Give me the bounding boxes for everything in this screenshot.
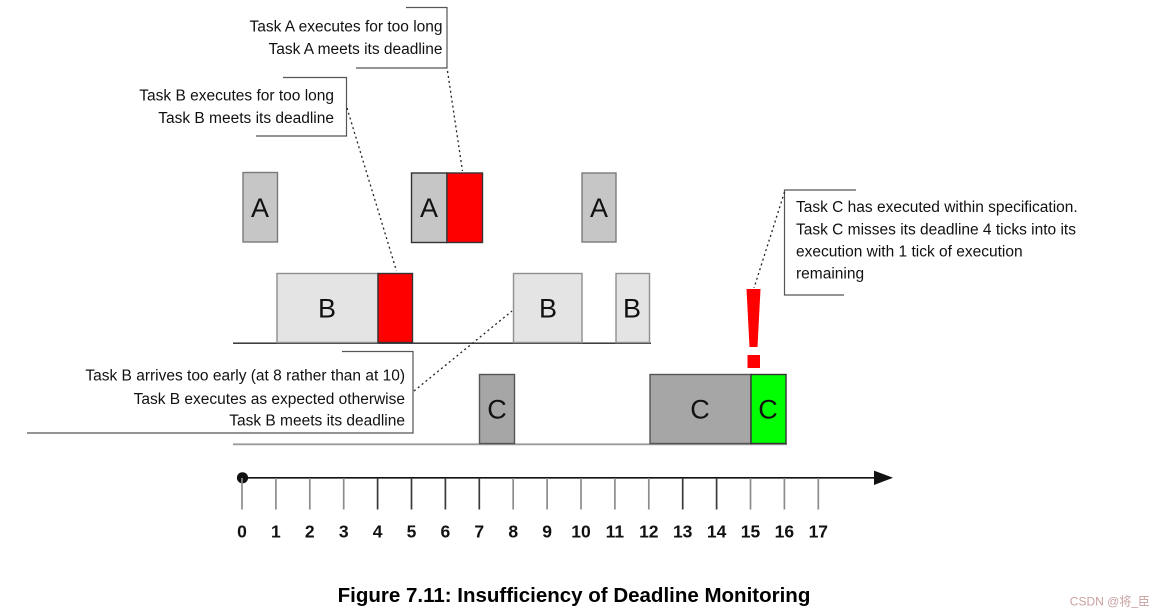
exclamation-bar — [746, 289, 761, 347]
tick-label-16: 16 — [775, 522, 795, 542]
tick-label-7: 7 — [474, 522, 484, 542]
tick-label-17: 17 — [809, 522, 828, 542]
tick-label-12: 12 — [639, 522, 659, 542]
callout-task-a-line-1: Task A executes for too long — [249, 19, 442, 36]
callout-task-a-line-2: Task A meets its deadline — [268, 41, 442, 58]
leader-line-task-b-overrun — [346, 107, 398, 272]
axis-arrowhead-icon — [874, 470, 893, 485]
task-a-block-1 — [242, 171, 279, 243]
tick-label-14: 14 — [707, 522, 727, 542]
task-row-c: C C C — [233, 373, 787, 446]
task-b-block-2 — [512, 272, 583, 344]
task-c-label-3: C — [758, 395, 778, 425]
task-c-remaining-block — [750, 373, 787, 445]
figure-caption: Figure 7.11: Insufficiency of Deadline M… — [338, 584, 811, 607]
task-b-block-3 — [615, 272, 651, 344]
tick-label-3: 3 — [339, 522, 349, 542]
task-a-label-1: A — [251, 193, 269, 223]
task-c-label-2: C — [690, 395, 710, 425]
exclamation-dot — [747, 355, 760, 368]
tick-label-2: 2 — [305, 522, 315, 542]
callout-task-c-line-3: execution with 1 tick of execution — [796, 244, 1023, 261]
task-b-label-2: B — [539, 294, 557, 324]
callout-task-b-overrun-line-2: Task B meets its deadline — [158, 110, 334, 127]
callout-task-b-early-line-2: Task B executes as expected otherwise — [134, 391, 405, 408]
callout-task-b-early-line-3: Task B meets its deadline — [229, 413, 405, 430]
callout-box-task-b-early — [27, 350, 414, 434]
tick-label-8: 8 — [508, 522, 518, 542]
tick-label-9: 9 — [542, 522, 552, 542]
task-a-block-2 — [410, 172, 448, 244]
tick-label-15: 15 — [741, 522, 761, 542]
task-row-b: B B B — [233, 272, 651, 344]
tick-label-1: 1 — [271, 522, 281, 542]
tick-label-5: 5 — [407, 522, 417, 542]
callout-task-c-miss: Task C has executed within specification… — [796, 199, 1078, 283]
task-b-label-3: B — [623, 294, 641, 324]
task-c-label-1: C — [487, 395, 507, 425]
callout-box-task-a-overrun — [356, 6, 448, 69]
callout-box-task-b-overrun — [256, 76, 348, 137]
task-a-block-3 — [581, 172, 617, 243]
leader-line-task-a-overrun — [446, 70, 464, 172]
callout-task-b-early: Task B arrives too early (at 8 rather th… — [85, 368, 405, 430]
callout-task-b-overrun-line-1: Task B executes for too long — [139, 88, 334, 105]
leader-line-task-b-early — [413, 310, 513, 392]
tick-label-11: 11 — [606, 522, 625, 542]
callout-task-a-overrun: Task A executes for too long Task A meet… — [249, 19, 442, 59]
task-a-label-2: A — [420, 193, 438, 223]
tick-label-4: 4 — [373, 522, 383, 542]
callout-box-task-c-miss — [783, 189, 856, 296]
task-a-overrun-block — [446, 172, 484, 244]
tick-label-0: 0 — [237, 522, 247, 542]
task-b-label-1: B — [318, 294, 336, 324]
task-c-block-2 — [649, 373, 752, 445]
tick-label-13: 13 — [673, 522, 693, 542]
task-b-overrun-block — [377, 272, 414, 344]
tick-label-10: 10 — [571, 522, 591, 542]
watermark: CSDN @将_臣 — [1070, 595, 1150, 609]
leader-line-task-c-miss — [753, 191, 786, 289]
task-a-label-3: A — [590, 193, 608, 223]
axis-origin-dot — [236, 472, 249, 484]
callout-task-c-line-2: Task C misses its deadline 4 ticks into … — [796, 222, 1076, 239]
tick-label-6: 6 — [441, 522, 451, 542]
deadline-miss-exclamation-icon — [746, 289, 761, 368]
task-row-a: A A A — [242, 171, 617, 244]
callout-task-c-line-4: remaining — [796, 266, 864, 283]
callout-task-b-early-line-1: Task B arrives too early (at 8 rather th… — [85, 368, 405, 385]
callout-task-c-line-1: Task C has executed within specification… — [796, 199, 1078, 216]
callout-task-b-overrun: Task B executes for too long Task B meet… — [139, 88, 334, 128]
task-c-block-1 — [478, 373, 516, 445]
